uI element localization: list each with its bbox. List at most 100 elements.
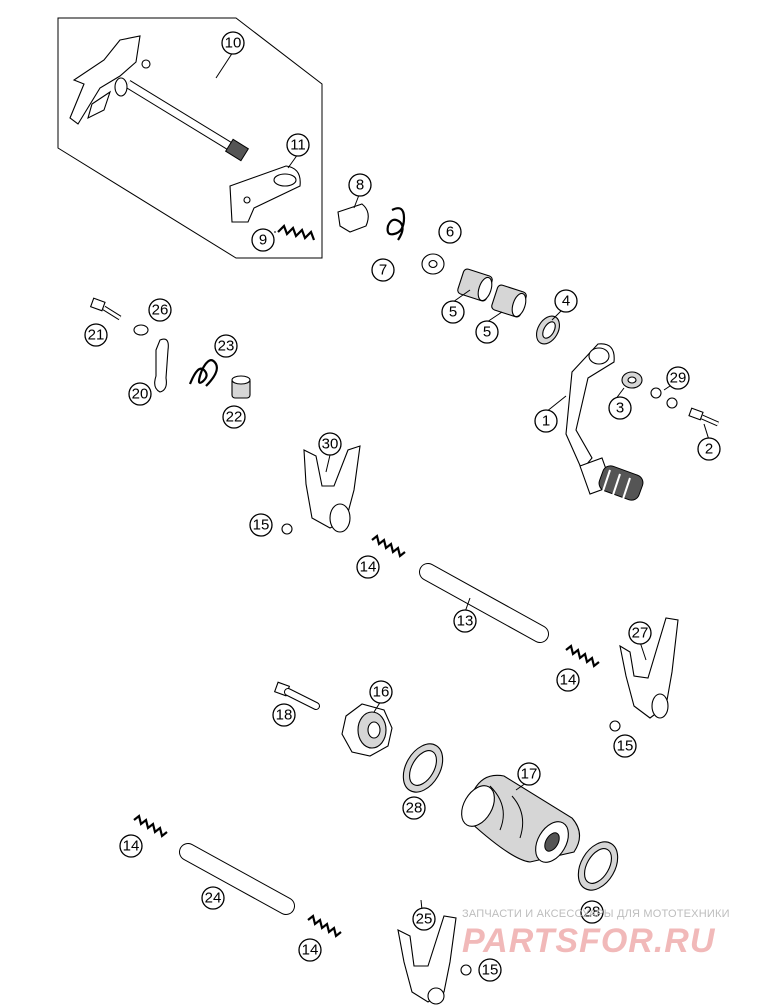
shift-lever-part xyxy=(565,343,644,503)
callout-15a-label: 15 xyxy=(253,517,270,534)
callout-4: 4 xyxy=(554,289,578,313)
lock-washer-29b-part xyxy=(666,397,678,409)
callout-25: 25 xyxy=(412,907,436,931)
shift-plate-part xyxy=(229,165,301,223)
callout-14b: 14 xyxy=(556,668,580,692)
callout-9: 9 xyxy=(251,228,275,252)
callout-15c: 15 xyxy=(478,958,502,982)
callout-6-label: 6 xyxy=(446,224,454,241)
bolt-21-part xyxy=(89,297,122,321)
shift-shaft-part xyxy=(69,35,250,162)
shift-drum-17-part xyxy=(461,774,581,863)
callout-15b: 15 xyxy=(613,734,637,758)
pin-15a-part xyxy=(281,523,293,535)
callout-13-label: 13 xyxy=(457,613,474,630)
callout-21: 21 xyxy=(84,323,108,347)
callout-3-label: 3 xyxy=(616,400,624,417)
pin-15c-part xyxy=(460,964,472,976)
callout-17: 17 xyxy=(517,762,541,786)
callout-20: 20 xyxy=(128,382,152,406)
callout-5a-label: 5 xyxy=(449,304,457,321)
watermark-logo: PARTSFOR.RU xyxy=(462,922,716,960)
bolt-2-part xyxy=(688,407,720,427)
callout-5b-label: 5 xyxy=(483,324,491,341)
callout-24: 24 xyxy=(201,886,225,910)
callout-15c-label: 15 xyxy=(482,962,499,979)
callout-27: 27 xyxy=(628,621,652,645)
callout-23-label: 23 xyxy=(218,338,235,355)
callout-26-label: 26 xyxy=(152,302,169,319)
bolt-18-part xyxy=(273,681,320,710)
callout-13: 13 xyxy=(453,609,477,633)
callout-9-label: 9 xyxy=(259,232,267,249)
spring-7-part xyxy=(386,207,406,241)
spring-14b-part xyxy=(565,644,600,668)
callout-4-label: 4 xyxy=(562,293,570,310)
callout-10-label: 10 xyxy=(225,35,242,52)
callout-29: 29 xyxy=(666,366,690,390)
callout-22: 22 xyxy=(222,405,246,429)
callout-15b-label: 15 xyxy=(617,738,634,755)
callout-18-label: 18 xyxy=(276,707,293,724)
spring-14d-part xyxy=(307,914,342,938)
shift-star-16-part xyxy=(341,703,393,757)
spring-9-part xyxy=(277,224,316,241)
callout-28b: 28 xyxy=(580,900,604,924)
callout-23: 23 xyxy=(214,334,238,358)
watermark-caption: ЗАПЧАСТИ И АКСЕССУАРЫ ДЛЯ МОТОТЕХНИКИ xyxy=(462,908,730,920)
bearing-28b-part xyxy=(577,841,619,891)
spring-14c-part xyxy=(133,814,168,838)
callout-21-label: 21 xyxy=(88,327,105,344)
needle-bearing-5a-part xyxy=(457,268,493,302)
spring-23-part xyxy=(188,359,218,387)
callout-20-label: 20 xyxy=(132,386,149,403)
callout-28a: 28 xyxy=(402,796,426,820)
callout-18: 18 xyxy=(272,703,296,727)
callout-7-label: 7 xyxy=(379,262,387,279)
callout-2: 2 xyxy=(697,437,721,461)
callout-6: 6 xyxy=(438,220,462,244)
callout-11: 11 xyxy=(286,133,310,157)
subassembly-frame xyxy=(57,17,323,259)
callout-10: 10 xyxy=(221,31,245,55)
lock-washer-29a-part xyxy=(650,387,662,399)
callout-30: 30 xyxy=(318,432,342,456)
callout-2-label: 2 xyxy=(705,441,713,458)
callout-5a: 5 xyxy=(441,300,465,324)
callout-16: 16 xyxy=(369,680,393,704)
callout-5b: 5 xyxy=(475,320,499,344)
callout-30-label: 30 xyxy=(322,436,339,453)
callout-8: 8 xyxy=(348,173,372,197)
callout-16-label: 16 xyxy=(373,684,390,701)
pin-15b-part xyxy=(609,720,621,732)
callout-15a: 15 xyxy=(249,513,273,537)
callout-14d: 14 xyxy=(298,938,322,962)
callout-26: 26 xyxy=(148,298,172,322)
callout-27-label: 27 xyxy=(632,625,649,642)
callout-28b-label: 28 xyxy=(584,904,601,921)
callout-29-label: 29 xyxy=(670,370,687,387)
callout-25-label: 25 xyxy=(416,911,433,928)
lever-20-part xyxy=(154,338,169,393)
callout-14b-label: 14 xyxy=(560,672,577,689)
needle-bearing-5b-part xyxy=(491,284,527,318)
callout-3: 3 xyxy=(608,396,632,420)
fork-shaft-24-part xyxy=(179,843,295,915)
callout-7: 7 xyxy=(371,258,395,282)
watermark: ЗАПЧАСТИ И АКСЕССУАРЫ ДЛЯ МОТОТЕХНИКИ PA… xyxy=(462,908,772,960)
callout-14a-label: 14 xyxy=(360,559,377,576)
washer-26-part xyxy=(133,324,149,336)
fork-shaft-13-part xyxy=(419,563,549,643)
shift-fork-27-part xyxy=(619,617,679,719)
spring-14a-part xyxy=(371,534,406,558)
callout-14d-label: 14 xyxy=(302,942,319,959)
bearing-28a-part xyxy=(402,743,444,793)
callout-24-label: 24 xyxy=(205,890,222,907)
shift-fork-30-part xyxy=(303,445,361,533)
callout-11-label: 11 xyxy=(290,137,306,154)
callout-8-label: 8 xyxy=(356,177,364,194)
guide-8-part xyxy=(337,203,369,233)
callout-28a-label: 28 xyxy=(406,800,423,817)
callout-14c-label: 14 xyxy=(123,838,140,855)
